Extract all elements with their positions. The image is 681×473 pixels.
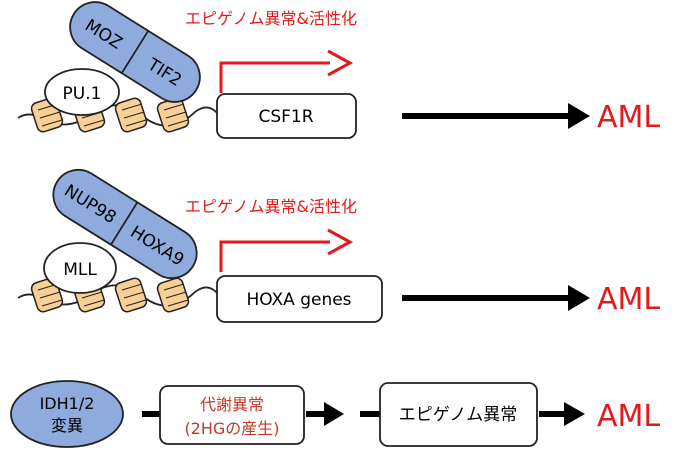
arrowhead-metabolic-to-epigenetic <box>324 402 344 426</box>
outcome-label: AML <box>597 282 660 317</box>
panel-nup98-hoxa9: NUP98 HOXA9 MLL エピゲノム異常&活性化 HOXA genes A… <box>17 168 660 323</box>
outcome-arrowhead <box>568 285 590 311</box>
partner-label: MLL <box>63 260 97 280</box>
gene-box-csf1r <box>216 93 357 139</box>
idh-mutation-node <box>10 380 124 448</box>
activation-arrowhead <box>327 228 354 256</box>
fusion-protein-moz-tif2: MOZ TIF2 <box>69 1 201 103</box>
metabolic-box <box>159 385 305 445</box>
nucleosome <box>156 277 190 313</box>
idh-line1: IDH1/2 <box>40 394 95 413</box>
epigenetic-box <box>379 382 538 447</box>
gene-box-hoxa <box>216 275 383 323</box>
outcome-label: AML <box>597 100 660 135</box>
partner-mll <box>43 242 117 294</box>
nucleosome-stripes <box>37 283 189 307</box>
nucleosome <box>114 97 148 133</box>
gene-label: CSF1R <box>258 107 313 127</box>
annotation-label: エピゲノム異常&活性化 <box>185 9 357 28</box>
idh-line2: 変異 <box>51 416 83 435</box>
outcome-label: AML <box>597 399 660 434</box>
outcome-arrowhead <box>568 103 590 129</box>
epigenetic-label: エピゲノム異常 <box>399 405 518 425</box>
panel-moz-tif2: MOZ TIF2 PU.1 エピゲノム異常&活性化 CSF1R AML <box>17 1 660 139</box>
annotation-label: エピゲノム異常&活性化 <box>185 197 357 216</box>
metabolic-line1: 代謝異常 <box>200 395 264 414</box>
nucleosome <box>114 277 148 313</box>
activation-arrow <box>219 240 330 272</box>
gene-label: HOXA genes <box>246 290 351 310</box>
outcome-arrowhead <box>564 402 585 426</box>
panel-idh-pathway: IDH1/2 変異 代謝異常 (2HGの産生) エピゲノム異常 AML <box>10 380 660 448</box>
activation-arrow <box>219 61 330 93</box>
partner-label: PU.1 <box>63 84 102 104</box>
activation-arrowhead <box>327 49 354 77</box>
partner-pu1 <box>44 68 120 116</box>
metabolic-line2: (2HGの産生) <box>184 419 279 438</box>
